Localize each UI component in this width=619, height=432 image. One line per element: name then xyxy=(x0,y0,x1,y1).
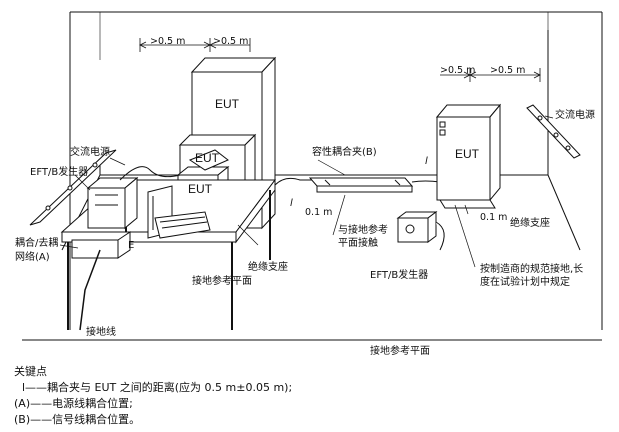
cable-left xyxy=(119,166,181,181)
ground-wire-label: 接地线 xyxy=(86,327,116,338)
gap-right-label: 0.1 m xyxy=(480,212,508,223)
monitor xyxy=(147,185,211,239)
l-right-label: l xyxy=(425,156,428,167)
eut-right-label: EUT xyxy=(455,147,479,161)
cable-to-clamp xyxy=(274,177,318,186)
ac-outlet-right xyxy=(526,104,581,159)
clamp-label: 容性耦合夹(B) xyxy=(312,147,377,158)
e-mark: E xyxy=(128,240,135,251)
leader-lines xyxy=(59,115,554,268)
capacitive-clamp xyxy=(308,177,414,193)
room-walls xyxy=(22,11,603,341)
cdn-box xyxy=(71,231,131,259)
dimension-right xyxy=(440,68,541,82)
ac-power-right-label: 交流电源 xyxy=(555,110,595,121)
dim-top-2-label: >0.5 m xyxy=(213,36,249,47)
eft-gen-left-label: EFT/B发生器 xyxy=(30,167,89,178)
eut-tall-label: EUT xyxy=(215,97,239,111)
ac-power-left-label: 交流电源 xyxy=(70,147,110,158)
dim-right-2-label: >0.5 m xyxy=(490,65,526,76)
key-line-b: (B)——信号线耦合位置。 xyxy=(14,413,141,426)
mfr-ground-label-2: 度在试验计划中规定 xyxy=(480,277,570,288)
mfr-ground-label-1: 按制造商的规范接地,长 xyxy=(480,264,584,275)
eft-gen-right-label: EFT/B发生器 xyxy=(370,270,429,281)
key-line-l: l——耦合夹与 EUT 之间的距离(应为 0.5 m±0.05 m); xyxy=(22,381,293,394)
grp-floor-label: 接地参考平面 xyxy=(370,346,430,357)
insulating-support-left-label: 绝缘支座 xyxy=(248,262,288,273)
eut-small-label: EUT xyxy=(188,182,212,196)
gap-left-label: 0.1 m xyxy=(305,207,333,218)
ground-wire xyxy=(79,249,101,331)
cdn-label-2: 网络(A) xyxy=(15,252,50,263)
eft-generator-right xyxy=(396,211,445,251)
cdn-label: 耦合/去耦 xyxy=(15,238,59,249)
insulating-support-right-label: 绝缘支座 xyxy=(510,218,550,229)
cable-from-clamp xyxy=(411,180,441,183)
ground-contact-label-1: 与接地参考 xyxy=(338,225,388,236)
ac-outlet-left xyxy=(29,149,117,226)
grp-table-label: 接地参考平面 xyxy=(192,276,252,287)
dim-top-1-label: >0.5 m xyxy=(150,36,186,47)
dimension-top xyxy=(139,38,251,52)
eut-mid-label: EUT xyxy=(195,151,219,165)
eut-cabinet-right xyxy=(435,103,502,209)
ground-contact-label-2: 平面接触 xyxy=(338,238,378,249)
dim-right-1-label: >0.5 m xyxy=(440,65,476,76)
key-line-a: (A)——电源线耦合位置; xyxy=(14,397,133,410)
l-left-label: l xyxy=(290,198,293,209)
key-title: 关键点 xyxy=(14,365,47,378)
eft-generator-left xyxy=(86,176,139,230)
